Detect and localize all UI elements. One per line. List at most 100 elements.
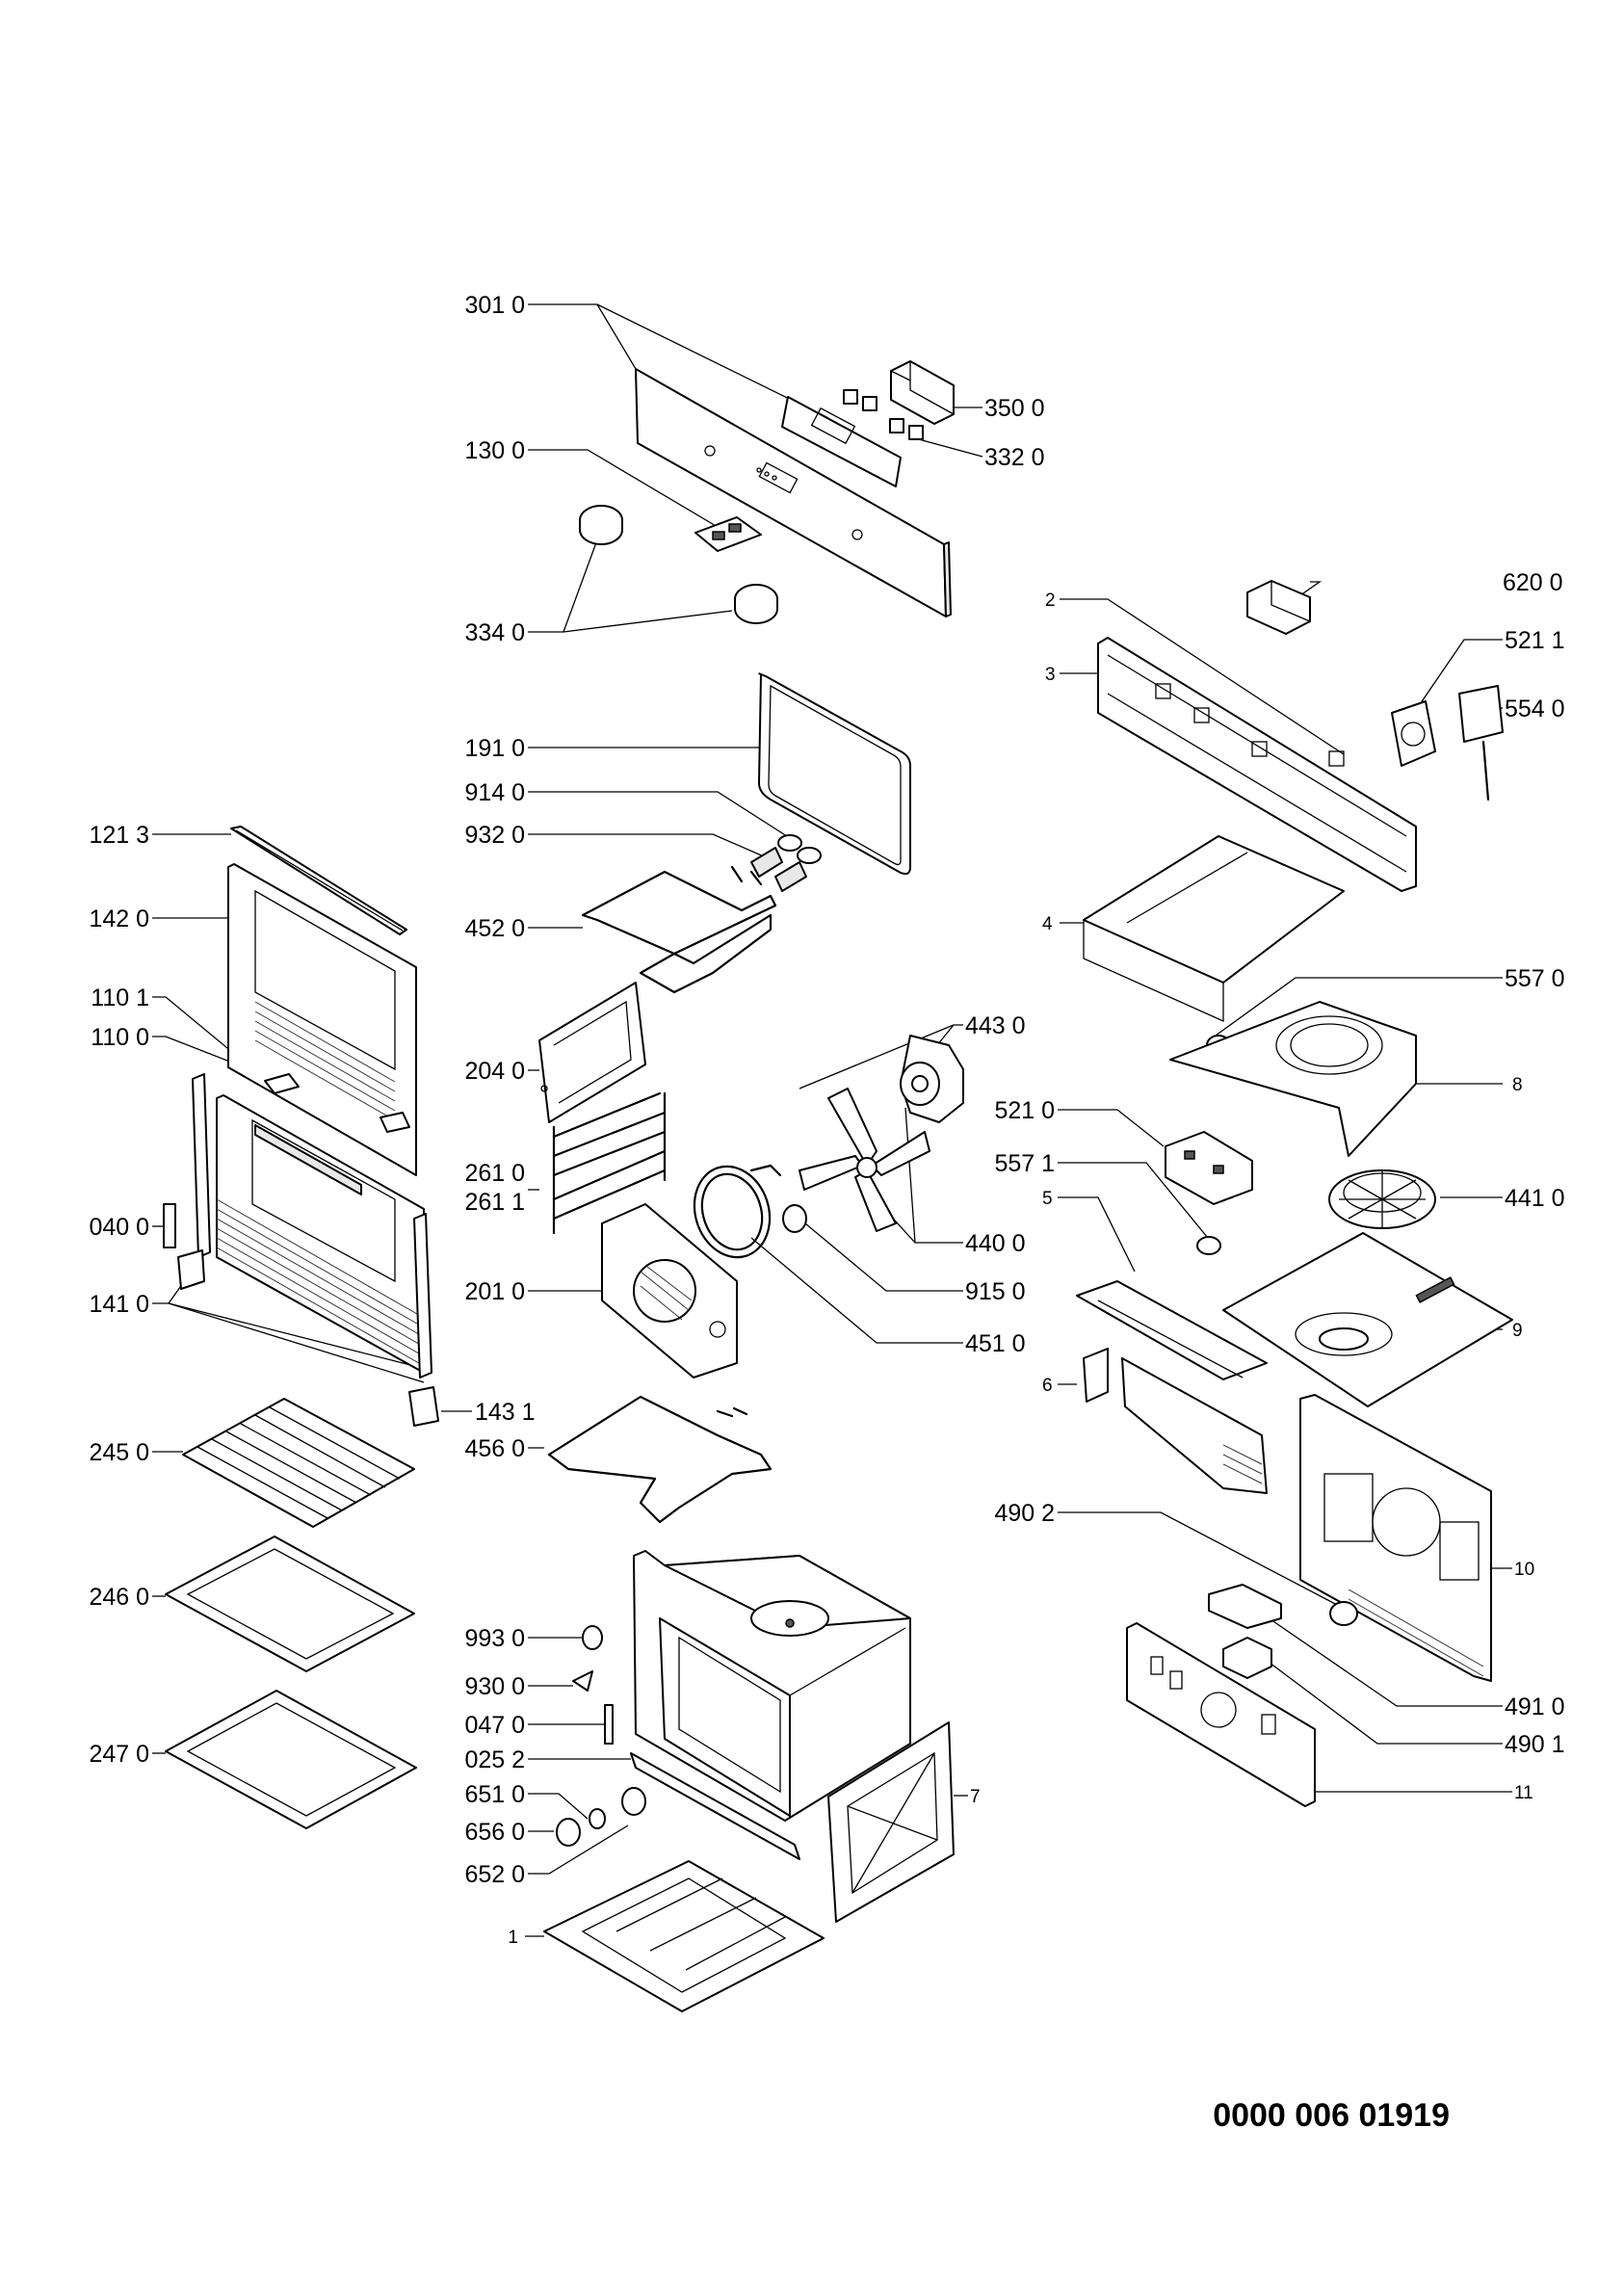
oven-cavity-part [630,1550,911,1860]
label-491-0: 491 0 [1505,1693,1565,1720]
lamp-fittings-part [750,834,822,892]
tangential-fan-part [1328,1169,1436,1229]
label-8: 8 [1512,1075,1523,1095]
small-fittings-part [556,1625,646,1847]
side-panel-part [827,1721,955,1923]
fan-blade-part [799,1088,930,1232]
cooling-channel-part [1076,1280,1268,1380]
control-panel-part [635,368,952,617]
label-554-0: 554 0 [1505,696,1565,722]
power-terminal-part [1208,1584,1282,1629]
label-521-1: 521 1 [1505,627,1565,654]
label-456-0: 456 0 [464,1435,525,1462]
rear-shield-part [538,982,646,1123]
label-557-0: 557 0 [1505,965,1565,992]
label-143-1: 143 1 [475,1399,536,1426]
cooling-duct-top-part [1083,835,1345,1023]
label-11: 11 [1514,1783,1533,1803]
label-914-0: 914 0 [464,779,525,806]
label-261-1: 261 1 [464,1189,525,1216]
document-number: 0000 006 01919 [1213,2097,1450,2134]
wire-shelf-part [182,1398,415,1528]
label-334-0: 334 0 [464,619,525,646]
label-9: 9 [1512,1321,1523,1341]
label-440-0: 440 0 [965,1230,1026,1257]
bottom-panel-part [543,1860,825,2012]
outer-door-glass-part [227,863,417,1176]
label-025-2: 025 2 [464,1746,525,1773]
button-caps-part [843,389,924,440]
label-261-0: 261 0 [464,1160,525,1187]
label-245-0: 245 0 [89,1439,149,1466]
label-10: 10 [1514,1560,1534,1580]
fan-motor-part [900,1035,964,1123]
side-runner-part [552,1091,667,1235]
label-3: 3 [1045,665,1056,685]
display-bracket-part [781,396,902,487]
rear-panel-part [601,1203,738,1378]
door-gasket-part [758,672,911,876]
label-7: 7 [970,1787,981,1807]
shallow-tray-part [165,1536,415,1672]
filter-capacitor-part [1222,1637,1272,1679]
switch-bracket-part [694,516,762,552]
label-040-0: 040 0 [89,1214,149,1241]
label-557-1: 557 1 [994,1150,1055,1177]
fan-housing-part [1169,1001,1417,1157]
label-993-0: 993 0 [464,1625,525,1652]
label-121-3: 121 3 [89,822,149,849]
label-5: 5 [1042,1189,1053,1209]
bottom-element-part [547,1395,773,1524]
label-247-0: 247 0 [89,1741,149,1768]
electronic-module-part [890,360,955,425]
label-652-0: 652 0 [464,1861,525,1888]
label-301-0: 301 0 [464,292,525,319]
top-support-part [1097,637,1417,892]
side-channel-part [1083,1348,1268,1494]
terminal-block-part [1246,580,1311,635]
door-top-trim-part [230,826,407,935]
label-620-0: 620 0 [1503,569,1563,596]
label-201-0: 201 0 [464,1278,525,1305]
label-490-1: 490 1 [1505,1731,1565,1758]
grill-element-part [581,865,777,994]
label-915-0: 915 0 [965,1278,1026,1305]
label-130-0: 130 0 [464,437,525,464]
label-651-0: 651 0 [464,1781,525,1808]
fan-motor-cooling-part [1391,685,1504,801]
filter-knob-part [1329,1601,1358,1626]
small-thermostat-part [1196,1236,1221,1255]
door-clips-part [264,1073,410,1133]
part-labels: 301 0 350 0 332 0 130 0 334 0 620 0 2 3 … [89,292,1564,1948]
label-204-0: 204 0 [464,1058,525,1085]
label-441-0: 441 0 [1505,1185,1565,1212]
label-6: 6 [1042,1376,1053,1396]
base-plate-part [1126,1622,1316,1807]
rear-cover-part [1299,1394,1492,1682]
knob-part [579,505,778,624]
door-side-profile-part [192,1073,432,1378]
label-1: 1 [508,1928,518,1948]
label-930-0: 930 0 [464,1673,525,1700]
label-332-0: 332 0 [984,444,1045,471]
label-656-0: 656 0 [464,1819,525,1846]
cooling-plate-part [1222,1232,1513,1407]
label-2: 2 [1045,591,1056,611]
label-110-1: 110 1 [91,984,149,1011]
label-110-0: 110 0 [91,1024,149,1051]
label-490-2: 490 2 [994,1500,1055,1527]
label-047-0: 047 0 [464,1712,525,1739]
label-246-0: 246 0 [89,1584,149,1611]
label-443-0: 443 0 [965,1012,1026,1039]
label-141-0: 141 0 [89,1291,149,1318]
label-451-0: 451 0 [965,1330,1026,1357]
relay-board-part [1165,1131,1253,1205]
label-932-0: 932 0 [464,822,525,849]
label-142-0: 142 0 [89,906,149,932]
label-4: 4 [1042,914,1053,934]
circular-element-part [693,1164,782,1259]
fan-nut-part [782,1204,807,1233]
label-191-0: 191 0 [464,735,525,762]
door-lock-part [408,1386,439,1427]
